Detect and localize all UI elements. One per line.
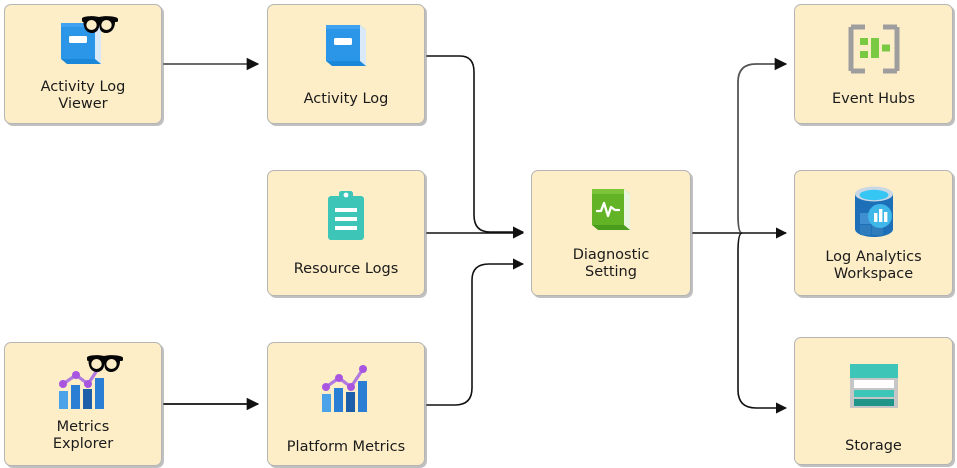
metrics-chart-icon [41,355,125,413]
node-storage[interactable]: Storage [794,337,953,465]
node-label: Resource Logs [293,261,399,277]
metrics-chart-icon [315,361,377,415]
node-activity-log[interactable]: Activity Log [267,4,425,124]
storage-icon [844,360,904,412]
node-label: Activity Log [303,91,389,107]
node-label: Metrics Explorer [52,419,114,452]
node-activity-log-viewer[interactable]: Activity Log Viewer [4,4,162,124]
node-metrics-explorer[interactable]: Metrics Explorer [4,342,162,466]
node-diagnostic-setting[interactable]: Diagnostic Setting [531,170,691,296]
teal-clipboard-icon [322,189,370,243]
blue-book-icon [46,16,120,73]
log-analytics-icon [846,183,902,241]
edge-diagnostic-to-storage [737,232,788,414]
node-label: Event Hubs [832,91,915,107]
node-platform-metrics[interactable]: Platform Metrics [267,342,425,466]
node-label: Log Analytics Workspace [825,249,922,282]
edge-platform-metrics-to-diagnostic [426,258,525,406]
node-label: Platform Metrics [286,439,406,455]
blue-book-icon [318,21,374,73]
edge-activity-log-to-diagnostic [426,55,525,238]
edge-diagnostic-to-event-hubs [737,57,788,234]
node-label: Activity Log Viewer [40,79,126,112]
green-book-pulse-icon [585,185,637,237]
node-event-hubs[interactable]: Event Hubs [794,4,953,124]
node-label: Diagnostic Setting [572,247,650,280]
event-hubs-icon [845,23,903,75]
node-label: Storage [845,438,902,454]
node-resource-logs[interactable]: Resource Logs [267,170,425,296]
node-log-analytics-workspace[interactable]: Log Analytics Workspace [794,170,953,296]
